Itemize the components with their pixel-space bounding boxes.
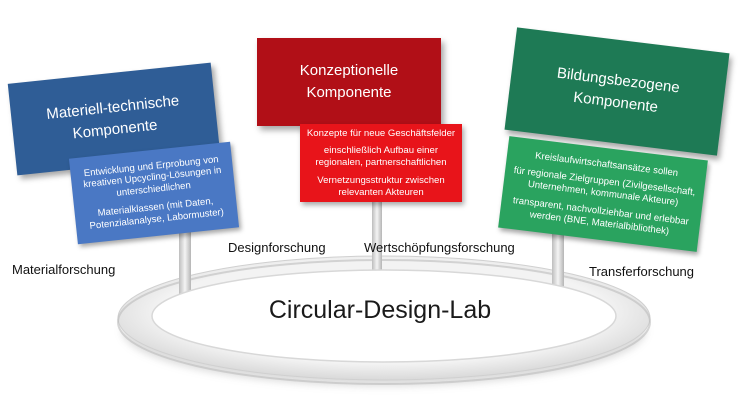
pole-red [372, 196, 382, 270]
center-title: Circular-Design-Lab [268, 296, 492, 324]
sign-line: Konzeptionelle [299, 62, 399, 80]
label-materialforschung: Materialforschung [12, 262, 116, 277]
label-designforschung: Designforschung [228, 240, 326, 255]
label-transferforschung: Transferforschung [589, 264, 695, 279]
conceptual-card: Konzepte für neue Geschäftsfelder einsch… [300, 124, 462, 202]
card-text: Konzepte für neue Geschäftsfelder [306, 127, 456, 139]
card-text: Vernetzungsstruktur zwischen relevanten … [317, 174, 445, 198]
pole-blue [179, 232, 191, 302]
material-technical-card: Entwicklung und Erprobung von kreativen … [68, 141, 240, 245]
conceptual-sign: Konzeptionelle Komponente [257, 38, 441, 126]
sign-line: Komponente [306, 84, 392, 101]
card-text: einschließlich Aufbau einer regionalen, … [315, 145, 447, 169]
label-wertschoepfungsforschung: Wertschöpfungsforschung [364, 240, 515, 255]
